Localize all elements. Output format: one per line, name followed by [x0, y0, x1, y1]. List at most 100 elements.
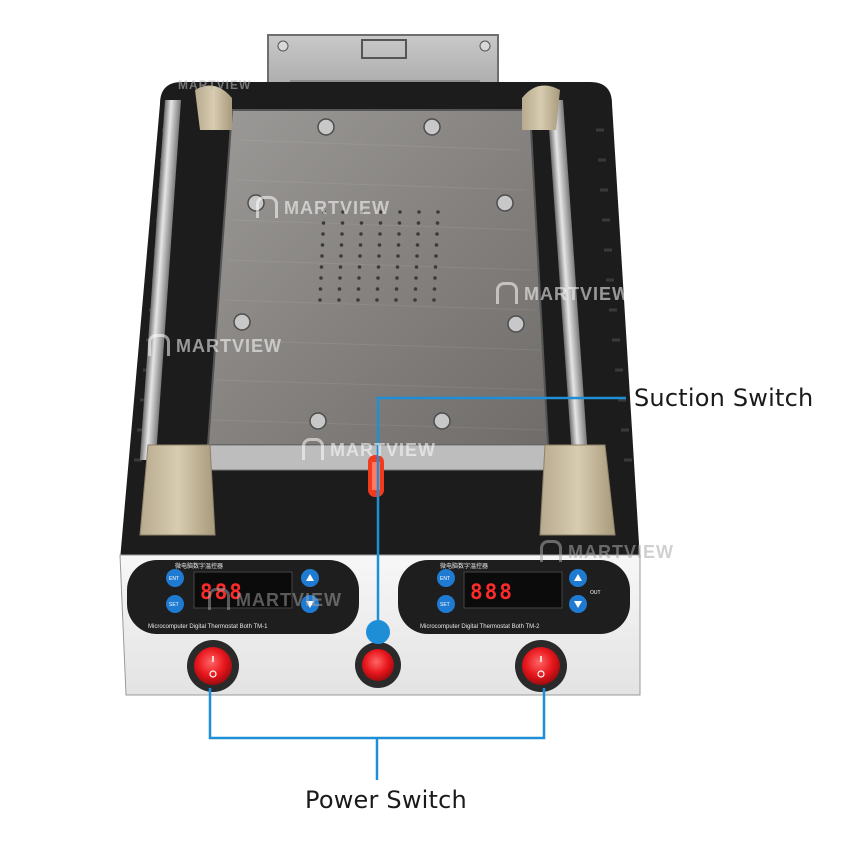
suction-hole [413, 287, 418, 291]
suction-hole [377, 243, 382, 247]
svg-text:ENT: ENT [440, 576, 450, 582]
watermark: MARTVIEW [208, 588, 342, 611]
watermark: MARTVIEW [178, 78, 252, 92]
suction-hole [319, 265, 324, 269]
power-callout-bracket [208, 688, 546, 780]
suction-hole [398, 210, 402, 214]
suction-hole [356, 287, 361, 291]
suction-hole [394, 287, 399, 291]
right-controller-subtitle: Microcomputer Digital Thermostat Both TM… [420, 624, 540, 630]
guide-rails [139, 85, 616, 536]
right-controller-title: 微电脑数字温控器 [440, 562, 488, 570]
suction-hole [321, 221, 326, 225]
suction-hole [433, 265, 438, 269]
suction-hole [320, 254, 324, 258]
suction-hole [432, 287, 437, 291]
right-temperature-display: 888 [470, 580, 514, 604]
right-set-button[interactable] [437, 595, 455, 613]
suction-hole [432, 298, 436, 302]
right-thermostat-controller: 888 微电脑数字温控器 Microcomputer Digital Therm… [398, 560, 630, 634]
suction-switch[interactable] [355, 642, 401, 688]
left-controller-title: 微电脑数字温控器 [175, 562, 223, 570]
right-power-switch[interactable] [515, 640, 567, 692]
up-arrow-icon [306, 574, 314, 581]
suction-hole [359, 232, 363, 236]
suction-hole [319, 276, 323, 280]
suction-hole [434, 254, 438, 258]
suction-callout-dot [366, 620, 390, 644]
suction-hole [356, 298, 360, 302]
suction-hole [415, 254, 419, 258]
svg-text:ENT: ENT [169, 576, 179, 582]
suction-hole [395, 265, 400, 269]
suction-switch-label: Suction Switch [634, 384, 814, 412]
suction-hole [339, 254, 343, 258]
left-temperature-display: 888 [200, 580, 244, 604]
watermark: MARTVIEW [540, 540, 674, 563]
suction-hole [322, 210, 326, 214]
suction-hole [416, 232, 420, 236]
suction-hole [397, 221, 402, 225]
suction-hole [357, 265, 362, 269]
suction-hole [358, 243, 363, 247]
suction-hole [338, 276, 342, 280]
suction-hole [396, 243, 401, 247]
watermark: MARTVIEW [256, 196, 390, 219]
suction-hole [375, 298, 379, 302]
suction-hole [318, 287, 323, 291]
left-set-button[interactable] [166, 595, 184, 613]
suction-hole [435, 221, 440, 225]
suction-lever [368, 455, 384, 497]
suction-hole [415, 243, 420, 247]
suction-hole [394, 298, 398, 302]
suction-hole [414, 276, 418, 280]
suction-hole [378, 221, 383, 225]
suction-hole [337, 287, 342, 291]
suction-hole [436, 210, 440, 214]
down-arrow-icon [306, 601, 314, 608]
suction-hole [360, 210, 364, 214]
suction-hole [337, 298, 341, 302]
suction-hole [376, 276, 380, 280]
suction-hole [416, 221, 421, 225]
suction-hole [318, 298, 322, 302]
svg-text:SET: SET [169, 602, 179, 608]
suction-hole [434, 243, 439, 247]
suction-hole [321, 232, 325, 236]
heating-plate [204, 109, 551, 471]
left-controller-subtitle: Microcomputer Digital Thermostat Both TM… [148, 624, 268, 630]
down-arrow-icon [574, 601, 582, 608]
suction-hole [435, 232, 439, 236]
left-ent-button[interactable] [166, 569, 184, 587]
suction-hole [414, 265, 419, 269]
svg-text:OUT: OUT [590, 590, 601, 596]
suction-hole [433, 276, 437, 280]
suction-hole [395, 276, 399, 280]
suction-hole [376, 265, 381, 269]
suction-hole [341, 210, 345, 214]
suction-hole [359, 221, 364, 225]
suction-hole [320, 243, 325, 247]
suction-hole [396, 254, 400, 258]
suction-hole [378, 232, 382, 236]
suction-hole [340, 221, 345, 225]
suction-hole [377, 254, 381, 258]
up-arrow-icon [574, 574, 582, 581]
suction-hole [358, 254, 362, 258]
suction-hole [357, 276, 361, 280]
right-ent-button[interactable] [437, 569, 455, 587]
suction-hole [375, 287, 380, 291]
suction-callout-line [376, 396, 626, 632]
left-power-switch[interactable] [187, 640, 239, 692]
suction-hole [379, 210, 383, 214]
watermark: MARTVIEW [302, 438, 436, 461]
suction-hole [338, 265, 343, 269]
watermark: MARTVIEW [496, 282, 630, 305]
svg-text:SET: SET [440, 602, 450, 608]
suction-hole [339, 243, 344, 247]
suction-hole [413, 298, 417, 302]
suction-hole [417, 210, 421, 214]
watermark: MARTVIEW [148, 334, 282, 357]
